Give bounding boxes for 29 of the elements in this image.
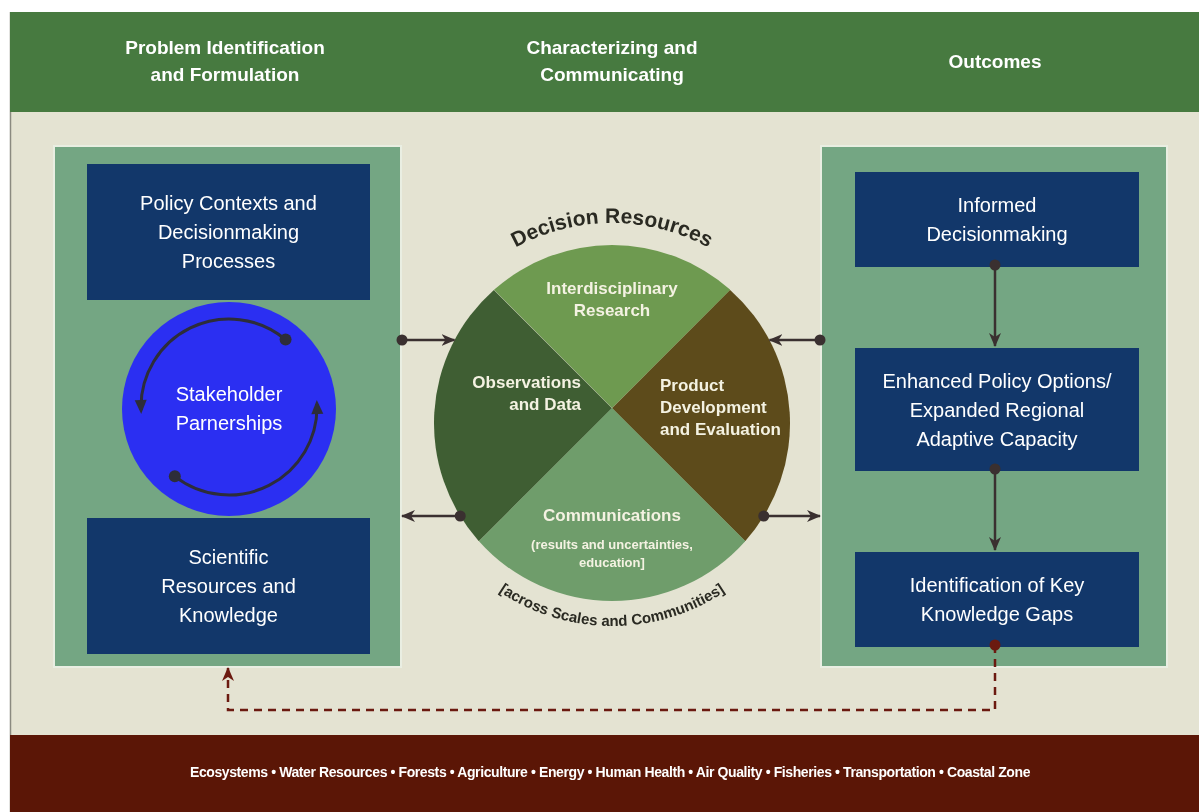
connector-arrow — [989, 463, 1001, 551]
process-box — [855, 348, 1139, 471]
box-label: Policy Contexts and Decisionmaking Processes — [139, 190, 318, 274]
segment-label: Interdisciplinary Research — [545, 277, 679, 322]
connector-arrow — [758, 510, 821, 522]
box-label: Stakeholder Parnerships — [174, 382, 284, 436]
segment-label: Product Development and Evaluation — [660, 374, 782, 442]
group-panel — [820, 145, 1168, 668]
process-box — [855, 552, 1139, 647]
segment-note: (results and uncertainties, education] — [530, 536, 694, 572]
connector-arrow — [768, 334, 826, 346]
topic-list: Ecosystems • Water Resources • Forests • Agriculture • Energy • Human Health • Air Quality • Fisheries • Transportation • Coastal Zone — [189, 763, 1031, 783]
group-panel — [53, 145, 402, 668]
connector-arrow — [396, 334, 456, 346]
connector-arrow — [401, 510, 466, 522]
process-box — [855, 172, 1139, 267]
connector-arrow — [989, 259, 1001, 347]
connector-arrow — [222, 639, 1001, 712]
segment-label: Observations and Data — [471, 371, 581, 416]
column-heading: Characterizing and Communicating — [525, 36, 699, 87]
box-label: Identification of Key Knowledge Gaps — [908, 572, 1086, 627]
segment-label: Communications — [542, 504, 682, 527]
column-heading: Problem Identification and Formulation — [124, 36, 326, 87]
column-heading: Outcomes — [947, 49, 1043, 74]
process-box — [87, 518, 370, 654]
process-box — [87, 164, 370, 300]
box-label: Enhanced Policy Options/ Expanded Regional Adaptive Capacity — [881, 368, 1113, 452]
box-label: Informed Decisionmaking — [925, 192, 1069, 247]
box-label: Scientific Resources and Knowledge — [160, 544, 297, 628]
